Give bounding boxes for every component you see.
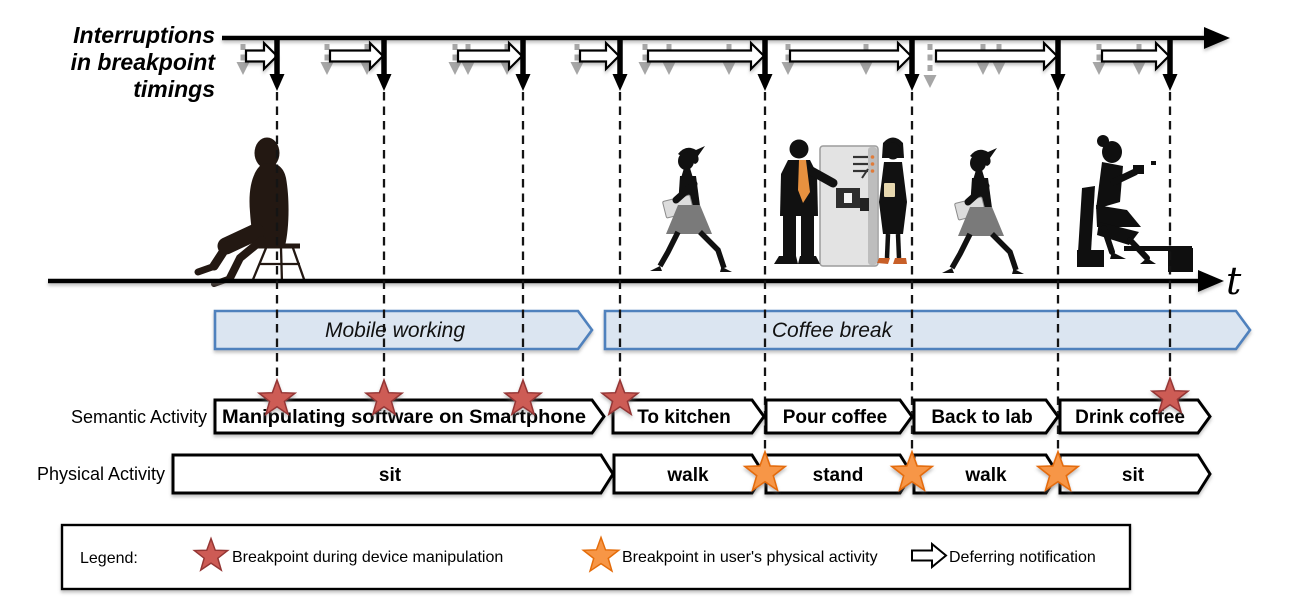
semantic-box-to-kitchen (611, 398, 766, 435)
deferring-arrow (244, 40, 279, 72)
title-line-1: Interruptions (73, 22, 215, 48)
semantic-box-label: Back to lab (931, 407, 1032, 428)
deferring-arrows (244, 40, 1171, 72)
legend-item-physical-breakpoint: Breakpoint in user's physical activity (622, 549, 878, 566)
semantic-box-label: Pour coffee (783, 407, 888, 428)
legend: Legend: Breakpoint during device manipul… (60, 523, 1132, 591)
semantic-box-label: Manipulating software on Smartphone (222, 407, 586, 428)
figure-person-sitting (194, 137, 307, 287)
breakpoint-link-lines (275, 92, 1172, 456)
semantic-box-label: To kitchen (637, 407, 731, 428)
physical-box-label: walk (964, 465, 1007, 486)
physical-box-label: walk (666, 465, 709, 486)
physical-activity-row: Physical Activity sit walk stand walk si… (37, 453, 1212, 495)
deferring-arrow (646, 40, 766, 72)
phase-label-mobile-working: Mobile working (325, 319, 465, 342)
figure-woman-standing (877, 137, 907, 264)
physical-box-label: sit (1122, 465, 1145, 486)
semantic-box-pour-coffee (764, 398, 914, 435)
coffee-machine-icon (819, 145, 879, 267)
physical-box-sit-2 (1058, 453, 1212, 495)
phase-label-coffee-break: Coffee break (772, 319, 894, 342)
phase-bar-mobile-working (213, 309, 594, 351)
figure-man-pouring (774, 139, 838, 264)
figure-woman-walking-1 (650, 146, 732, 272)
interruption-timeline (222, 27, 1230, 49)
legend-title: Legend: (80, 550, 138, 567)
legend-item-device-breakpoint: Breakpoint during device manipulation (232, 549, 503, 566)
figure-coffee-machine-scene (774, 137, 907, 267)
deferring-arrow (328, 40, 385, 72)
semantic-box-label: Drink coffee (1075, 407, 1185, 428)
deferring-arrow (1100, 40, 1171, 72)
deferring-arrow (578, 40, 621, 72)
physical-row-label: Physical Activity (37, 464, 165, 484)
physical-box-label: sit (379, 465, 402, 486)
semantic-activity-row: Semantic Activity Manipulating software … (71, 398, 1212, 435)
figure-person-drinking-coffee (1077, 135, 1193, 272)
semantic-row-label: Semantic Activity (71, 407, 207, 427)
deferring-arrow (456, 40, 524, 72)
deferring-arrow-icon (911, 541, 948, 570)
time-axis-label: t (1226, 259, 1242, 303)
legend-item-deferring: Deferring notification (949, 549, 1096, 566)
figure-woman-walking-2 (942, 148, 1024, 274)
phase-bars (213, 309, 1252, 351)
semantic-box-back-to-lab (912, 398, 1060, 435)
deferring-arrow (934, 40, 1059, 72)
legend-box (60, 523, 1132, 591)
title-line-2: in breakpoint (71, 49, 217, 75)
phase-bar-coffee-break (603, 309, 1252, 351)
physical-box-sit-1 (171, 453, 615, 495)
figure-title: Interruptions in breakpoint timings (71, 22, 217, 102)
physical-box-label: stand (813, 465, 864, 486)
time-axis (48, 270, 1224, 292)
title-line-3: timings (133, 76, 215, 102)
deferred-delivery-arrows (269, 40, 1178, 91)
deferring-arrow (788, 40, 913, 72)
